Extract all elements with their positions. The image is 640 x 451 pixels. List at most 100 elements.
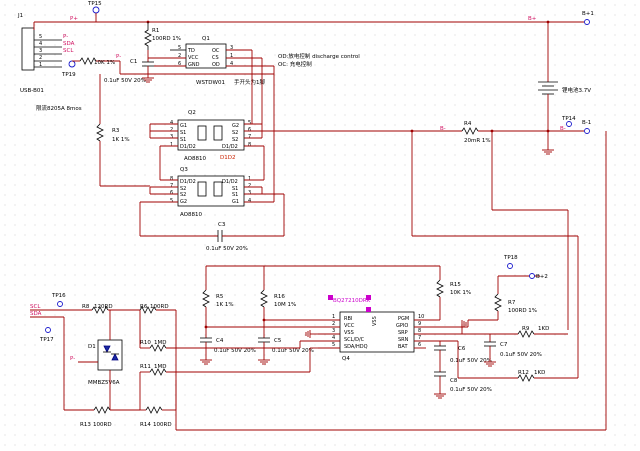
d1-part: MMBZ5V6A bbox=[88, 380, 120, 386]
capacitor-c5: C5 0.1uF 50V 20% bbox=[258, 330, 314, 365]
c8-ref: C8 bbox=[450, 378, 458, 384]
q2-s2b: S2 bbox=[232, 137, 238, 143]
q3-n4: 4 bbox=[248, 198, 251, 204]
r13-ref: R13 bbox=[80, 422, 91, 428]
r16-ref: R16 bbox=[274, 294, 285, 300]
q3-s1b: S1 bbox=[232, 192, 238, 198]
net-scl-left: SCL bbox=[30, 304, 41, 310]
battery-label: 锂电池3.7V bbox=[562, 86, 591, 94]
net-bplus: B+ bbox=[528, 16, 537, 22]
q4-n4: 4 bbox=[332, 335, 335, 341]
c5-ref: C5 bbox=[274, 338, 282, 344]
q3-s1a: S1 bbox=[232, 186, 238, 192]
tp14-label: TP14 bbox=[561, 116, 576, 122]
q1-pin-vcc: VCC bbox=[188, 55, 199, 61]
r3-value: 1K 1% bbox=[112, 137, 130, 143]
net-sda-j1: SDA bbox=[63, 41, 75, 47]
r12-ref: R12 bbox=[518, 370, 529, 376]
r7-value: 100RD 1% bbox=[508, 308, 537, 314]
r12-value: 1KD bbox=[534, 370, 545, 376]
r8-value: 120RD bbox=[94, 304, 113, 310]
tp19-label: TP19 bbox=[61, 72, 76, 78]
c6-value: 0.1uF 50V 20% bbox=[450, 358, 492, 364]
q2-g1: G1 bbox=[180, 123, 187, 129]
tp16-label: TP16 bbox=[51, 293, 66, 299]
c6-ref: C6 bbox=[458, 346, 466, 352]
resistor-r6: R6 100RD bbox=[139, 304, 177, 380]
r16-value: 10M 1% bbox=[274, 302, 296, 308]
q4-pin-bat: BAT bbox=[398, 344, 408, 350]
q2-n3: 3 bbox=[170, 134, 173, 140]
c5-value: 0.1uF 50V 20% bbox=[272, 348, 314, 354]
mosfet-q3: Q3 AO8810 D1/D2 S2 S2 G2 D1/D2 S1 S1 G1 … bbox=[100, 74, 285, 236]
q3-g1: G1 bbox=[232, 199, 239, 205]
q4-pin-vcc: VCC bbox=[344, 323, 355, 329]
q4-ref: Q4 bbox=[342, 356, 350, 362]
q1-num3: 3 bbox=[230, 45, 233, 51]
capacitor-c7: C7 0.1uF 50V 20% bbox=[484, 334, 542, 367]
j1-pin4: 4 bbox=[39, 41, 42, 47]
r13-value: 100RD bbox=[93, 422, 112, 428]
q2-n5: 5 bbox=[248, 120, 251, 126]
c3-ref: C3 bbox=[218, 222, 226, 228]
q3-n3: 3 bbox=[248, 190, 251, 196]
q1-pin-gnd: GND bbox=[188, 62, 200, 68]
q4-n7: 7 bbox=[418, 335, 421, 341]
q4-vss-top: VSS bbox=[372, 316, 378, 326]
q1-part: WSTDW01 bbox=[196, 80, 225, 86]
r4-ref: R4 bbox=[464, 121, 472, 127]
r14-ref: R14 bbox=[140, 422, 151, 428]
r4-value: 20mR 1% bbox=[464, 138, 491, 144]
r15-ref: R15 bbox=[450, 282, 461, 288]
q2-n1: 1 bbox=[170, 142, 173, 148]
q4-pin-rbi: RBI bbox=[344, 316, 352, 322]
r2-value: 10K 1% bbox=[94, 60, 115, 66]
net-bminus-r: B- bbox=[560, 126, 566, 132]
tp17-label: TP17 bbox=[39, 337, 54, 343]
r11-value: 1MD bbox=[154, 364, 166, 370]
resistor-r1: R1 100RD 1% bbox=[144, 22, 181, 50]
capacitor-c4: C4 0.1uF 50V 20% bbox=[200, 330, 256, 365]
r8-ref: R8 bbox=[82, 304, 90, 310]
diode-d1: D1 MMBZ5V6A P- bbox=[70, 310, 123, 410]
rail-bminus: R4 20mR 1% B- B- TP14 B-1 bbox=[410, 116, 591, 155]
j1-pin1: 1 bbox=[39, 62, 42, 68]
resistor-r11: R11 1MD bbox=[139, 347, 318, 410]
testpoint-tp15: TP15 bbox=[87, 1, 102, 22]
c4-ref: C4 bbox=[216, 338, 224, 344]
q3-n8: 8 bbox=[170, 176, 173, 182]
q4-part: BQ27210DRK bbox=[333, 298, 371, 304]
q4-pin-gpio: GPIO bbox=[396, 323, 408, 329]
j1-pin5: 5 bbox=[39, 34, 42, 40]
ic-q4: BQ27210DRK Q4 VSS RBI VCC VSS SCL/D/C SD… bbox=[318, 295, 468, 362]
net-pplus-j1: P+ bbox=[70, 16, 78, 22]
net-sda-left: SDA bbox=[30, 311, 42, 317]
r6-ref: R6 bbox=[140, 304, 148, 310]
q4-pin-srn: SRN bbox=[398, 337, 409, 343]
r7-ref: R7 bbox=[508, 300, 516, 306]
resistor-r7: TP18 B+2 R7 100RD 1% bbox=[467, 255, 548, 327]
resistor-r9: R9 1KD bbox=[462, 326, 568, 338]
q1-num6: 6 bbox=[178, 61, 181, 67]
q4-n10: 10 bbox=[418, 314, 424, 320]
note-oc: OC: 充电控制 bbox=[278, 60, 312, 68]
net-b1m-label: B-1 bbox=[582, 120, 591, 126]
rail-bplus: B+ B+1 bbox=[96, 11, 594, 25]
r15-value: 10K 1% bbox=[450, 290, 471, 296]
q4-vss-ground bbox=[305, 330, 318, 338]
capacitor-c6: C6 0.1uF 50V 20% bbox=[434, 341, 492, 372]
q4-pin-vss: VSS bbox=[344, 330, 354, 336]
q3-part: AO8810 bbox=[180, 212, 202, 218]
q3-ref: Q3 bbox=[180, 167, 188, 173]
d1-ref: D1 bbox=[88, 344, 96, 350]
note-od: OD:放电控制 discharge control bbox=[278, 52, 360, 60]
resistor-r12: R12 1KD bbox=[457, 341, 578, 382]
c8-value: 0.1uF 50V 20% bbox=[450, 387, 492, 393]
net-bminus: B- bbox=[440, 126, 446, 132]
q3-s2a: S2 bbox=[180, 186, 186, 192]
resistor-r14: R14 100RD bbox=[140, 380, 177, 428]
q1-note: 手开头为1脚 bbox=[234, 78, 265, 86]
r3-ref: R3 bbox=[112, 128, 120, 134]
